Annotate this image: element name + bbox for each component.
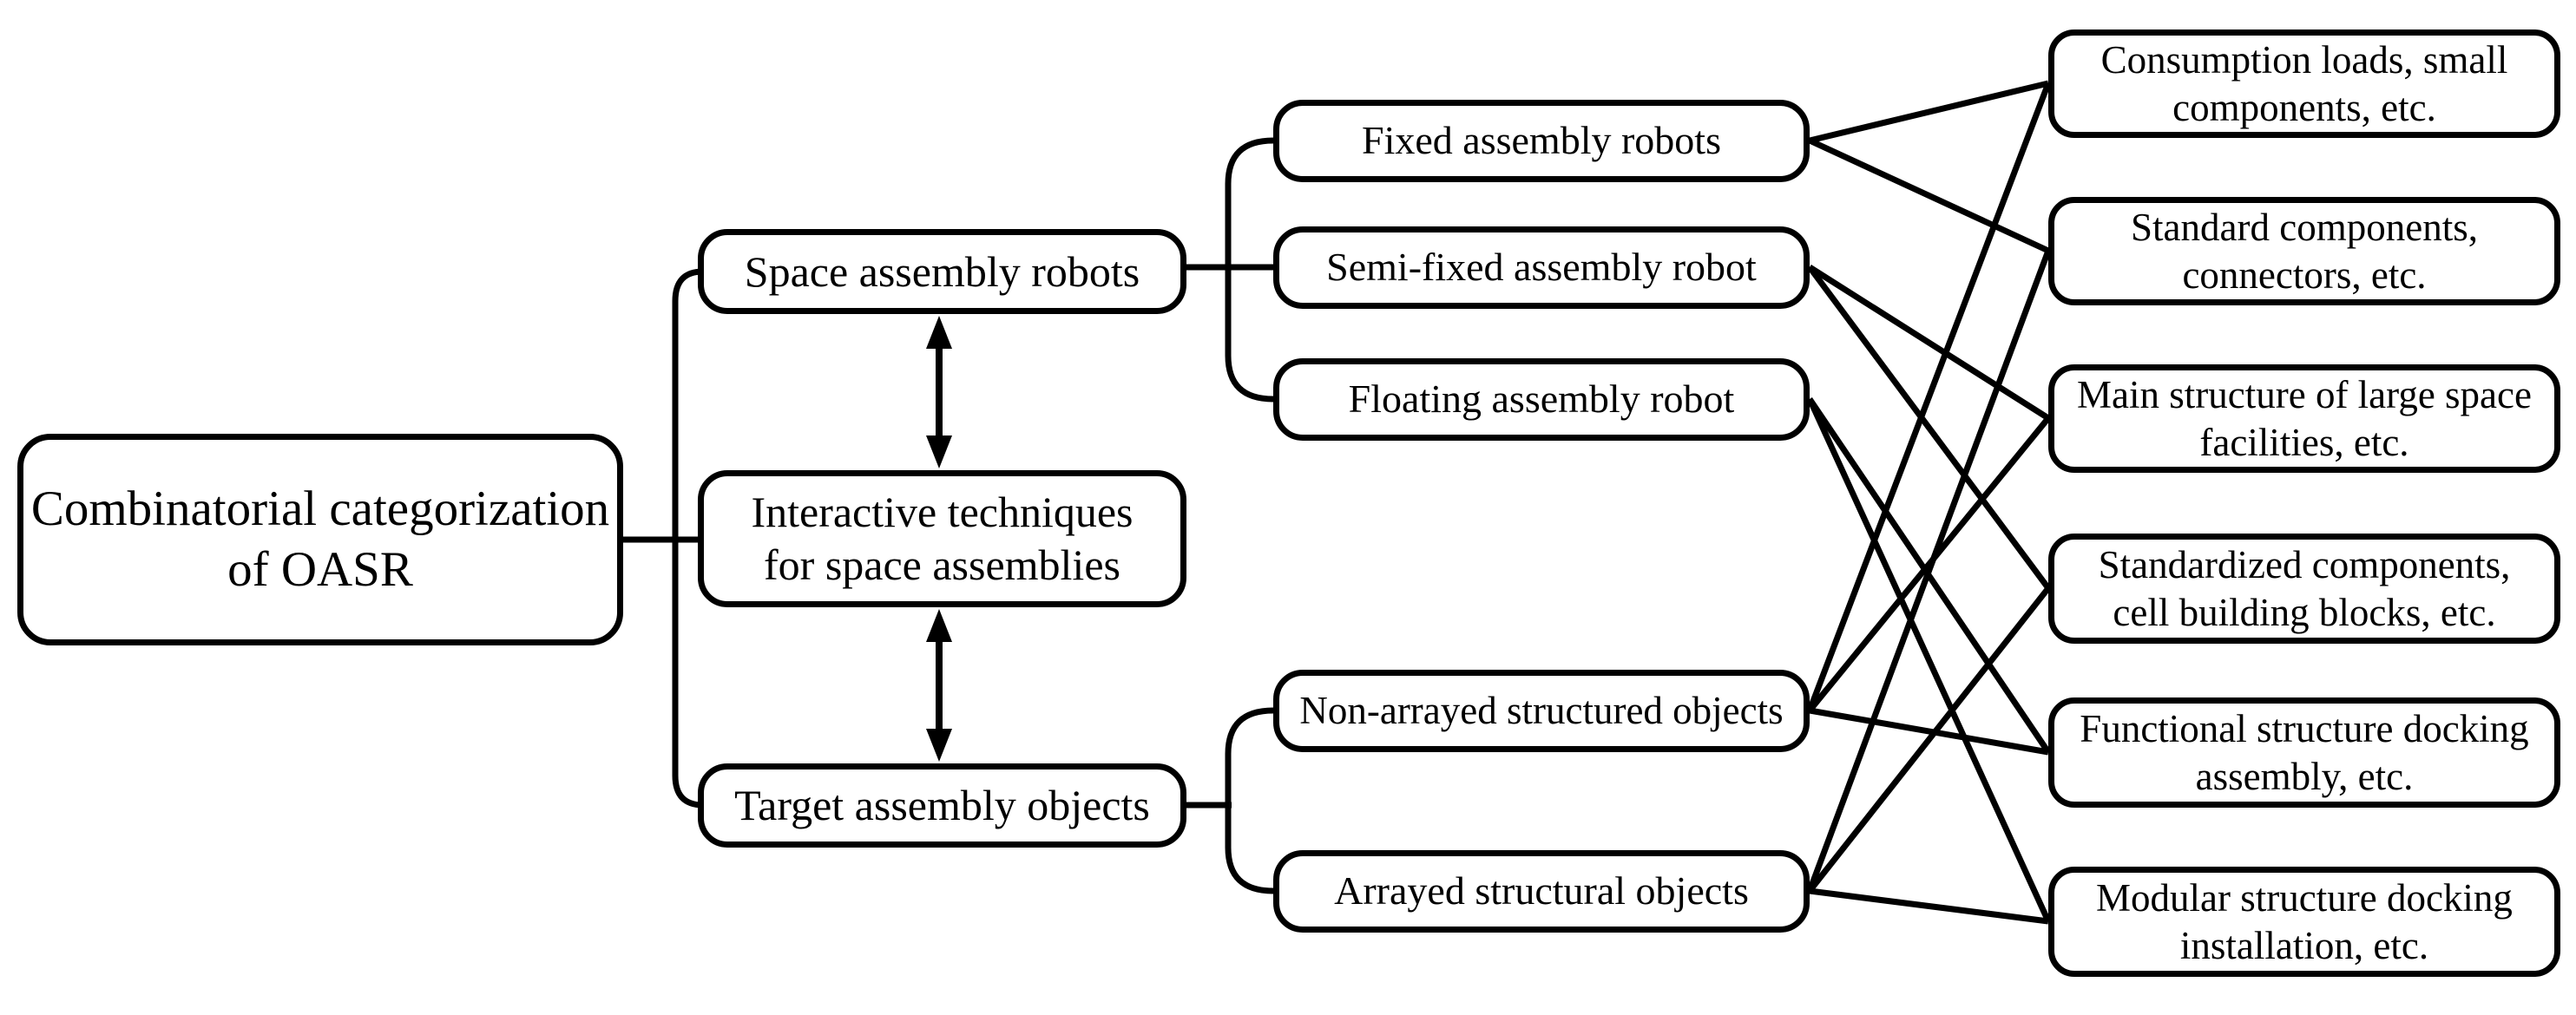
node-combinatorial-categorization-of-oasr: Combinatorial categorization of OASR xyxy=(17,434,623,645)
node-main-structure: Main structure of large space facilities… xyxy=(2048,364,2560,473)
node-label: Main structure of large space facilities… xyxy=(2077,372,2532,464)
node-non-arrayed-structured-objects: Non-arrayed structured objects xyxy=(1273,670,1810,752)
category-edges xyxy=(1806,80,2052,925)
robots-bracket xyxy=(1225,137,1274,403)
node-label: Standard components, connectors, etc. xyxy=(2131,205,2478,297)
node-target-assembly-objects: Target assembly objects xyxy=(698,763,1186,848)
edge-semi_fixed-to-main_structure xyxy=(1808,265,2050,421)
bidirectional-arrow-icon xyxy=(926,609,952,762)
node-label: Floating assembly robot xyxy=(1348,377,1735,422)
node-label: Semi-fixed assembly robot xyxy=(1326,245,1757,290)
node-label: Functional structure docking assembly, e… xyxy=(2080,706,2529,798)
edge-fixed_robot-to-standard xyxy=(1808,137,2050,254)
edge-non_arrayed-to-consumption xyxy=(1806,82,2052,712)
edge-semi_fixed-to-standardized xyxy=(1807,265,2051,591)
node-semi-fixed-assembly-robot: Semi-fixed assembly robot xyxy=(1273,226,1810,309)
node-label: Non-arrayed structured objects xyxy=(1299,689,1784,733)
edge-arrayed-to-standard xyxy=(1806,249,2052,893)
edge-arrayed-to-standardized xyxy=(1807,586,2051,894)
root-bracket xyxy=(672,268,704,809)
node-fixed-assembly-robots: Fixed assembly robots xyxy=(1273,100,1810,182)
node-modular-structure-docking: Modular structure docking installation, … xyxy=(2048,867,2560,977)
node-floating-assembly-robot: Floating assembly robot xyxy=(1273,358,1810,441)
mutual-arrows xyxy=(926,316,952,762)
edge-floating_robot-to-modular xyxy=(1806,397,2052,923)
node-label: Arrayed structural objects xyxy=(1334,868,1749,914)
node-standard-components: Standard components, connectors, etc. xyxy=(2048,197,2560,305)
node-label: Consumption loads, small components, etc… xyxy=(2100,37,2508,129)
edge-fixed_robot-to-consumption xyxy=(1809,80,2049,144)
node-label: Space assembly robots xyxy=(744,246,1140,296)
node-label: Standardized components, cell building b… xyxy=(2098,542,2511,634)
node-label: Modular structure docking installation, … xyxy=(2096,875,2513,967)
node-label: Target assembly objects xyxy=(734,781,1150,829)
bidirectional-arrow-icon xyxy=(926,316,952,468)
node-arrayed-structural-objects: Arrayed structural objects xyxy=(1273,850,1810,933)
node-label: Interactive techniques for space assembl… xyxy=(751,488,1134,589)
objects-bracket xyxy=(1225,707,1274,894)
node-label: Combinatorial categorization of OASR xyxy=(30,481,610,597)
node-interactive-techniques: Interactive techniques for space assembl… xyxy=(698,470,1186,607)
node-space-assembly-robots: Space assembly robots xyxy=(698,229,1186,314)
edge-non_arrayed-to-functional xyxy=(1809,707,2049,756)
node-functional-structure-docking: Functional structure docking assembly, e… xyxy=(2048,697,2560,808)
edge-arrayed-to-modular xyxy=(1809,887,2049,925)
node-consumption-loads: Consumption loads, small components, etc… xyxy=(2048,29,2560,138)
node-standardized-components: Standardized components, cell building b… xyxy=(2048,534,2560,644)
node-label: Fixed assembly robots xyxy=(1362,118,1721,163)
